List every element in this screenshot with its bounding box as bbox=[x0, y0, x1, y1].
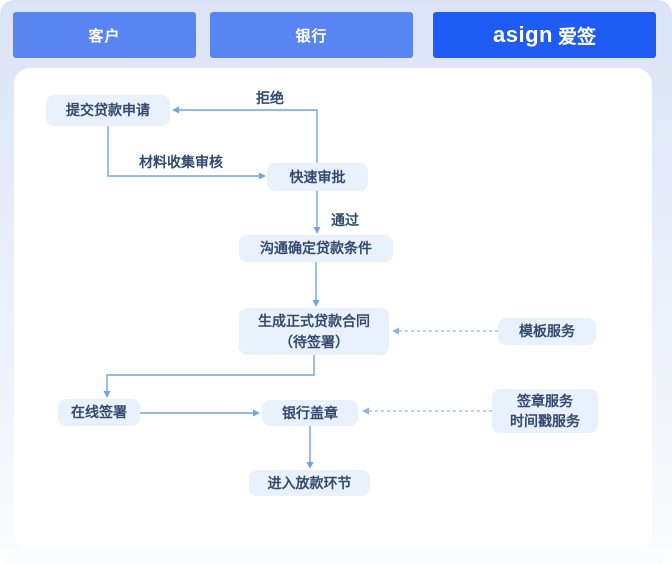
edge-reject bbox=[172, 106, 318, 163]
edge-label-pass: 通过 bbox=[331, 212, 359, 228]
node-negotiate-terms: 沟通确定贷款条件 bbox=[239, 235, 393, 262]
edge-material-review bbox=[107, 126, 266, 180]
lane-bank-label: 银行 bbox=[295, 27, 328, 45]
node-quick-approval: 快速审批 bbox=[267, 163, 368, 191]
asign-logo-cn: 爱签 bbox=[557, 26, 596, 48]
edge-contract-to-sign bbox=[103, 355, 315, 398]
node-seal-timestamp-service: 签章服务 时间戳服务 bbox=[492, 389, 598, 433]
node-template-service: 模板服务 bbox=[498, 318, 596, 345]
node-submit-application: 提交贷款申请 bbox=[46, 95, 170, 126]
node-online-sign: 在线签署 bbox=[58, 399, 140, 426]
edge-label-reject: 拒绝 bbox=[256, 90, 284, 106]
asign-logo: asign bbox=[493, 22, 553, 47]
node-generate-contract: 生成正式贷款合同 （待签署） bbox=[239, 308, 389, 355]
lane-customer-label: 客户 bbox=[88, 27, 121, 45]
edge-label-material-review: 材料收集审核 bbox=[139, 154, 223, 170]
node-loan-disbursement: 进入放款环节 bbox=[249, 470, 370, 496]
node-bank-seal: 银行盖章 bbox=[262, 400, 358, 426]
lane-bank: 银行 bbox=[210, 12, 413, 58]
lane-customer: 客户 bbox=[13, 12, 196, 58]
lane-asign-brand: asign 爱签 bbox=[433, 12, 656, 58]
